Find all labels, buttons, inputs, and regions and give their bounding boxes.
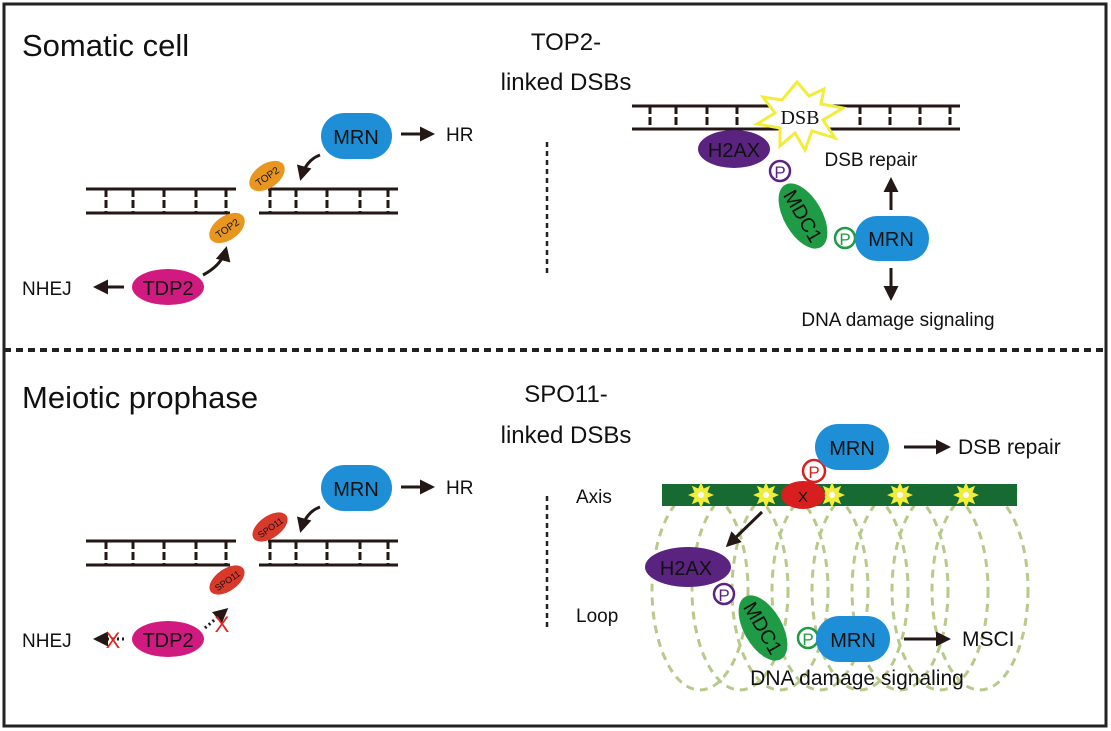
tdp2-somatic: TDP2 bbox=[132, 269, 204, 305]
dsb-star-icon bbox=[753, 482, 779, 508]
svg-text:P: P bbox=[774, 163, 785, 182]
arrow-tdp2-to-top2 bbox=[202, 246, 231, 277]
svg-text:P: P bbox=[802, 630, 813, 649]
phospho-mdc1-meiotic: P bbox=[796, 626, 820, 650]
mdc1-somatic: MDC1 bbox=[778, 183, 828, 249]
somatic-title: Somatic cell bbox=[22, 28, 189, 63]
top2-upper: TOP2 bbox=[249, 160, 285, 192]
nhej-label-somatic: NHEJ bbox=[22, 279, 72, 300]
dna-right-fragment bbox=[259, 187, 398, 215]
msci-label: MSCI bbox=[962, 628, 1015, 651]
h2ax-somatic: H2AX bbox=[698, 130, 770, 168]
dna-right-fragment-meiotic bbox=[259, 539, 398, 567]
chromatin-loop bbox=[770, 488, 870, 692]
tdp2-meiotic: TDP2 bbox=[132, 621, 204, 657]
dsb-repair-label-somatic: DSB repair bbox=[825, 150, 919, 171]
mrn-meiotic-top: MRN bbox=[815, 424, 889, 470]
hr-label-somatic: HR bbox=[446, 125, 473, 146]
dsb-label: DSB bbox=[781, 107, 820, 129]
svg-text:X: X bbox=[798, 489, 808, 506]
loop-label: Loop bbox=[576, 606, 618, 627]
dsb-star-icon bbox=[819, 482, 845, 508]
meiotic-title: Meiotic prophase bbox=[22, 380, 258, 415]
phospho-mdc1-somatic: P bbox=[833, 226, 857, 250]
chromatin-loop bbox=[810, 488, 910, 692]
somatic-subtitle-line2: linked DSBs bbox=[501, 69, 632, 96]
svg-text:MRN: MRN bbox=[830, 630, 876, 652]
chromatin-loop bbox=[650, 488, 750, 692]
mdc1-meiotic: MDC1 bbox=[738, 595, 788, 661]
mrn-meiotic-left: MRN bbox=[321, 465, 392, 511]
phospho-h2ax-meiotic: P bbox=[712, 582, 736, 606]
svg-text:TDP2: TDP2 bbox=[142, 630, 193, 652]
axis-dsb-stars bbox=[688, 482, 979, 508]
svg-text:MRN: MRN bbox=[333, 127, 379, 149]
dsb-star-icon bbox=[752, 79, 848, 154]
dna-left-fragment bbox=[86, 187, 236, 215]
meiotic-subtitle-line2: linked DSBs bbox=[501, 422, 632, 449]
svg-text:H2AX: H2AX bbox=[708, 140, 760, 162]
meiotic-panel: Meiotic prophase SPO11- linked DSBs SPO1… bbox=[22, 380, 1061, 692]
meiotic-subtitle-line1: SPO11- bbox=[524, 381, 608, 408]
phospho-h2ax-somatic: P bbox=[768, 159, 792, 183]
x-protein: X bbox=[781, 481, 825, 509]
mrn-meiotic-bottom: MRN bbox=[816, 616, 890, 662]
nhej-label-meiotic: NHEJ bbox=[22, 631, 72, 652]
signaling-label-meiotic: DNA damage signaling bbox=[750, 667, 964, 690]
chromatin-loop bbox=[690, 488, 790, 692]
chromatin-loop bbox=[930, 488, 1030, 692]
svg-text:MRN: MRN bbox=[868, 229, 914, 251]
axis-label: Axis bbox=[576, 487, 612, 508]
dsb-star-icon bbox=[688, 482, 714, 508]
h2ax-meiotic: H2AX bbox=[645, 547, 731, 587]
svg-text:H2AX: H2AX bbox=[660, 558, 712, 580]
chromatin-loop bbox=[890, 488, 990, 692]
hr-label-meiotic: HR bbox=[446, 478, 473, 499]
svg-text:MRN: MRN bbox=[829, 438, 875, 460]
svg-text:P: P bbox=[718, 586, 729, 605]
chromatin-loop bbox=[730, 488, 830, 692]
somatic-panel: Somatic cell TOP2- linked DSBs TOP2 bbox=[22, 28, 995, 331]
arrow-axis-to-h2ax bbox=[725, 510, 764, 548]
dna-left-fragment-meiotic bbox=[86, 539, 236, 567]
dsb-star-icon bbox=[953, 482, 979, 508]
mrn-somatic-left: MRN bbox=[321, 113, 392, 159]
phospho-x-protein: P bbox=[801, 458, 827, 484]
arrow-mrn-to-dna-meiotic bbox=[296, 505, 321, 533]
dsb-star-icon bbox=[887, 482, 913, 508]
mrn-somatic-right: MRN bbox=[855, 216, 929, 261]
chromatin-loop bbox=[850, 488, 950, 692]
somatic-subtitle-line1: TOP2- bbox=[531, 29, 601, 56]
svg-text:MRN: MRN bbox=[333, 479, 379, 501]
block-mark-nhej: X bbox=[106, 628, 121, 653]
svg-text:P: P bbox=[839, 230, 850, 249]
block-mark-spo11: X bbox=[215, 612, 230, 637]
arrow-mrn-to-dna bbox=[296, 153, 321, 181]
svg-text:P: P bbox=[808, 463, 819, 482]
signaling-label-somatic: DNA damage signaling bbox=[801, 310, 994, 331]
svg-text:TDP2: TDP2 bbox=[142, 278, 193, 300]
dsb-repair-label-meiotic: DSB repair bbox=[958, 436, 1061, 459]
